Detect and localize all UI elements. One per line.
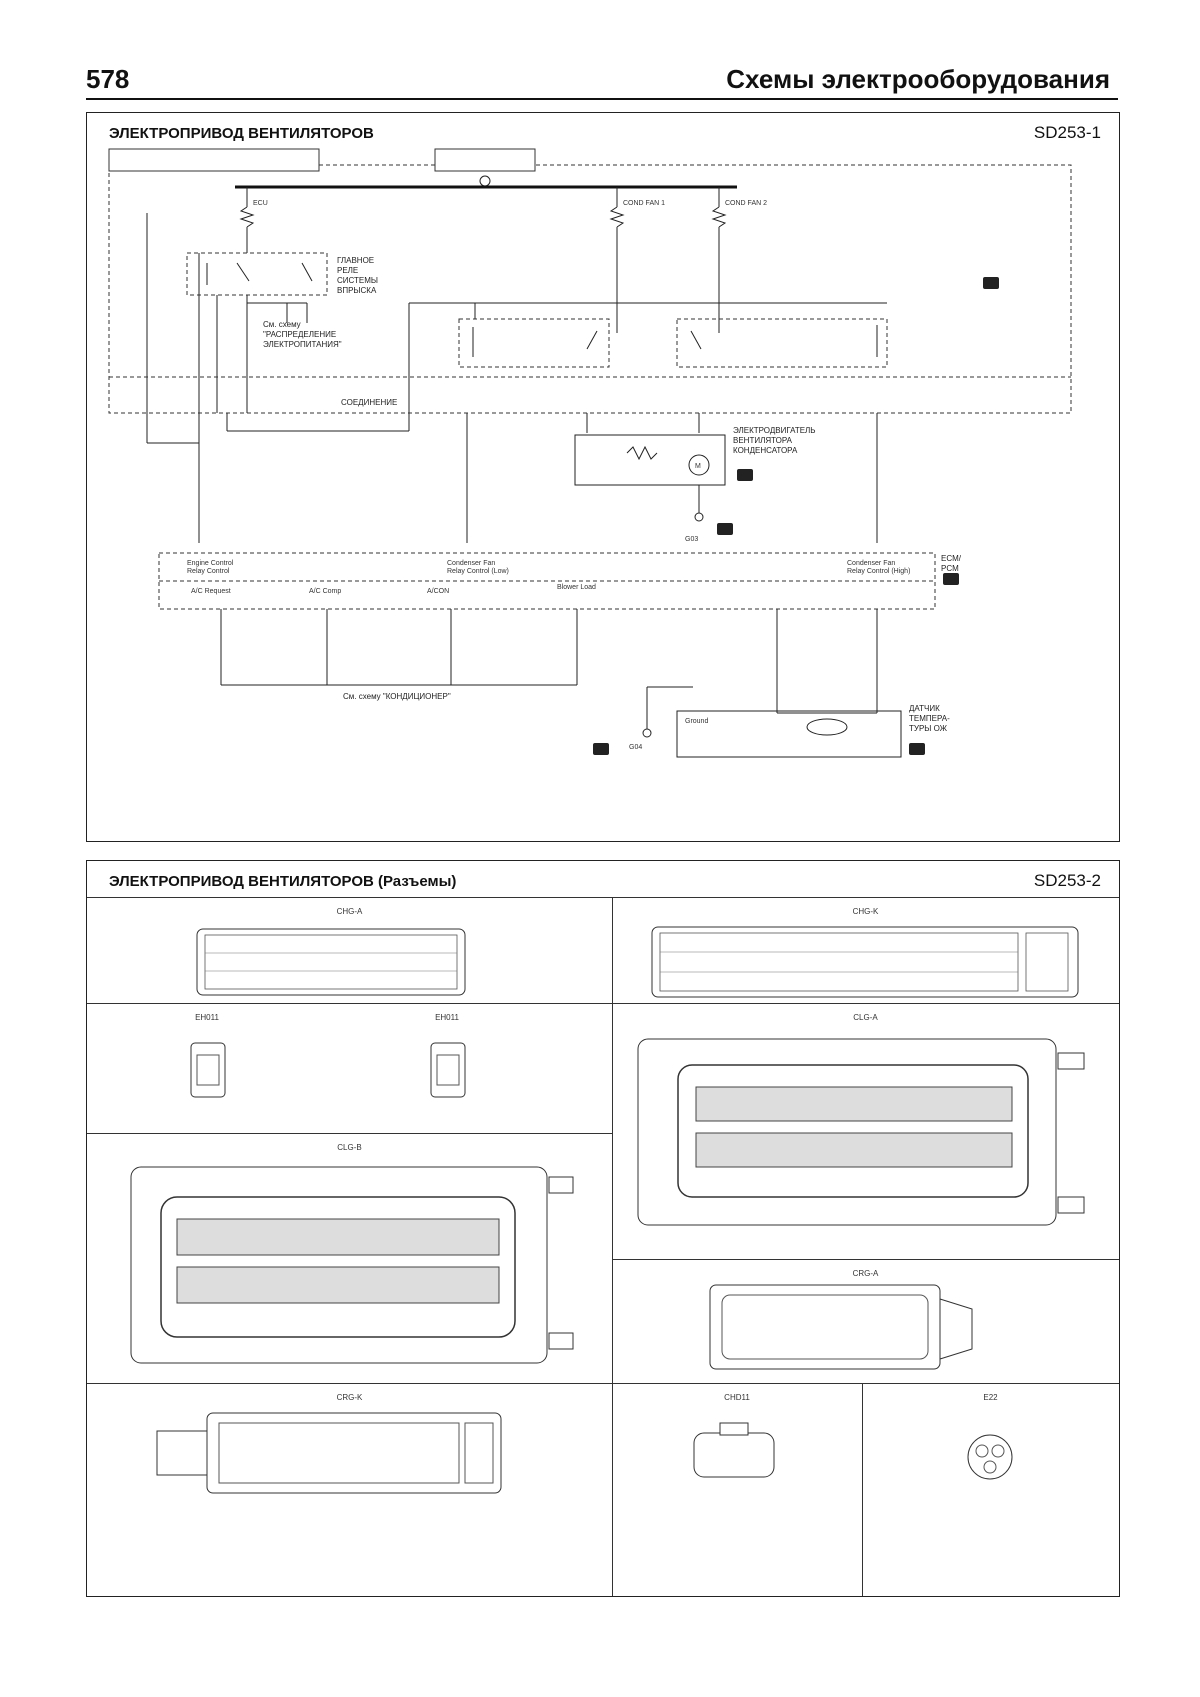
page-header: 578 Схемы электрооборудования	[86, 62, 1118, 100]
connector-label: CLG-A	[853, 1013, 878, 1022]
connector-label: EH011	[195, 1013, 219, 1022]
connector-e22: E22	[862, 1383, 1119, 1596]
wiring-schematic: M ГЛА	[108, 148, 1072, 758]
main-relay-label-4: ВПРЫСКА	[337, 286, 377, 295]
ac-pin-label: A/C Request	[191, 588, 231, 595]
connector-label: CRG-A	[852, 1269, 879, 1278]
ac-pin-label-2: A/C Comp	[309, 588, 341, 595]
connector-chg-a: CHG-A	[87, 897, 612, 1003]
main-relay-label: ГЛАВНОЕ	[337, 256, 374, 265]
ground-label-2: G04	[629, 744, 642, 751]
main-relay-label-2: РЕЛЕ	[337, 266, 358, 275]
power-distribution-label-2: "РАСПРЕДЕЛЕНИЕ	[263, 330, 336, 339]
sensor-ground-label: Ground	[685, 718, 708, 725]
diagram-code: SD253-1	[1033, 123, 1101, 142]
connector-label-2: EH011	[435, 1013, 459, 1022]
ecm-pin-label-5: Condenser Fan	[847, 560, 895, 567]
connectors-code: SD253-2	[1033, 871, 1101, 890]
power-distribution-label: См. схему	[263, 320, 301, 329]
ecm-label-2: PCM	[941, 564, 959, 573]
connector-label: CHG-A	[336, 907, 363, 916]
connector-clg-b: CLG-B	[87, 1133, 612, 1383]
fuse-label: ECU	[253, 200, 268, 207]
main-relay-label-3: СИСТЕМЫ	[337, 276, 378, 285]
page-title: Схемы электрооборудования	[726, 64, 1110, 94]
camera-icon	[593, 277, 999, 755]
connector-label: E22	[983, 1393, 998, 1402]
connector-crg-k: CRG-K	[87, 1383, 612, 1596]
fuse-icon	[239, 187, 727, 333]
diagram-title: ЭЛЕКТРОПРИВОД ВЕНТИЛЯТОРОВ	[109, 125, 374, 142]
page-number: 578	[86, 64, 130, 94]
connection-label: СОЕДИНЕНИЕ	[341, 398, 397, 407]
aircon-ref-label: См. схему "КОНДИЦИОНЕР"	[343, 692, 451, 701]
ecm-pin-label-3: Condenser Fan	[447, 560, 495, 567]
power-distribution-label-3: ЭЛЕКТРОПИТАНИЯ"	[263, 340, 342, 349]
fan-motor-label-3: КОНДЕНСАТОРА	[733, 446, 798, 455]
wiring-diagram-panel: ЭЛЕКТРОПРИВОД ВЕНТИЛЯТОРОВ SD253-1	[86, 112, 1120, 842]
temp-sensor-label: ДАТЧИК	[909, 704, 940, 713]
fuse-label-2: COND FAN 1	[623, 200, 665, 207]
connector-eh011: EH011 EH011	[87, 1003, 612, 1133]
fan-motor-label: ЭЛЕКТРОДВИГАТЕЛЬ	[733, 426, 816, 435]
ecm-pin-label-2: Relay Control	[187, 568, 230, 575]
connector-crg-a: CRG-A	[612, 1259, 1119, 1383]
connectors-panel: ЭЛЕКТРОПРИВОД ВЕНТИЛЯТОРОВ (Разъемы) SD2…	[86, 860, 1120, 1597]
connector-label: CHD11	[724, 1393, 750, 1402]
ecm-label: ECM/	[941, 554, 962, 563]
ground-label: G03	[685, 536, 698, 543]
connector-chd11: CHD11	[612, 1383, 862, 1596]
ecm-pin-label-6: Relay Control (High)	[847, 568, 910, 575]
temp-sensor-label-3: ТУРЫ ОЖ	[909, 724, 948, 733]
connector-label: CLG-B	[337, 1143, 362, 1152]
connector-label: CRG-K	[336, 1393, 363, 1402]
ecm-pin-label: Engine Control	[187, 560, 234, 567]
ac-pin-label-4: Blower Load	[557, 584, 596, 591]
fuse-label-3: COND FAN 2	[725, 200, 767, 207]
connector-clg-a: CLG-A	[612, 1003, 1119, 1259]
ecm-pin-label-4: Relay Control (Low)	[447, 568, 509, 575]
ac-pin-label-3: A/CON	[427, 588, 449, 595]
connector-chg-k: CHG-K	[612, 897, 1119, 1003]
fan-motor-label-2: ВЕНТИЛЯТОРА	[733, 436, 793, 445]
temp-sensor-label-2: ТЕМПЕРА-	[909, 714, 950, 723]
connector-label: CHG-K	[852, 907, 879, 916]
svg-text:M: M	[695, 463, 701, 470]
connectors-title: ЭЛЕКТРОПРИВОД ВЕНТИЛЯТОРОВ (Разъемы)	[109, 873, 457, 890]
